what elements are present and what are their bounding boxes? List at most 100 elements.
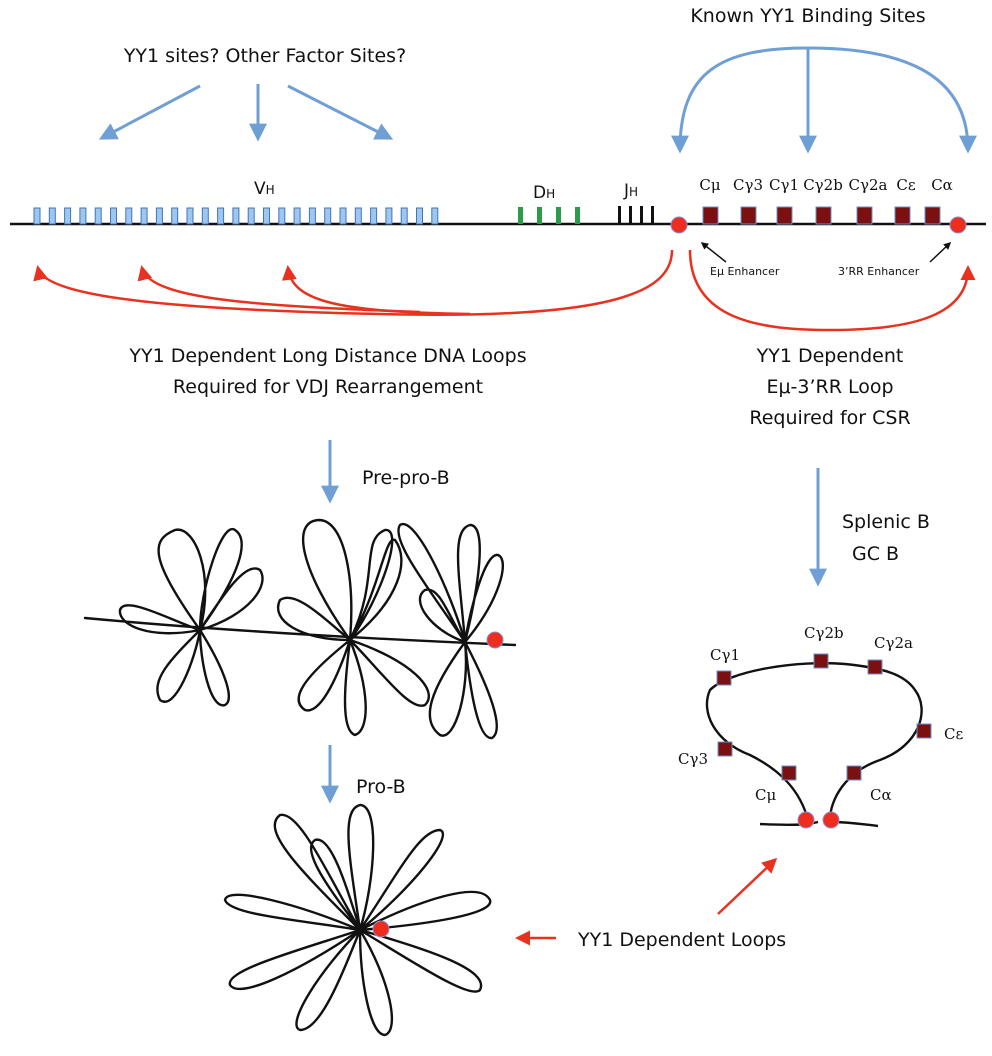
csr-label-ce: Cε xyxy=(944,725,963,743)
dh-segments xyxy=(518,207,580,224)
pro-b-cluster xyxy=(223,803,492,1037)
constant-box-4 xyxy=(856,206,873,225)
emu-enhancer-dot xyxy=(670,216,688,234)
vh-segment xyxy=(232,207,240,225)
dh-segment xyxy=(575,207,580,224)
dh-segment xyxy=(537,207,542,224)
vh-segment xyxy=(33,207,41,225)
known-sites-label: Known YY1 Binding Sites xyxy=(690,5,925,27)
constant-labels: Cμ Cγ3 Cγ1 Cγ2b Cγ2a Cε Cα xyxy=(699,176,952,194)
vh-segment xyxy=(416,207,423,225)
vh-segment xyxy=(110,207,117,225)
vh-segment xyxy=(48,207,56,225)
dh-label: DH xyxy=(533,183,555,203)
splenic-b-label: Splenic B xyxy=(842,511,930,533)
vh-segment xyxy=(339,207,347,225)
pre-pro-b-label: Pre-pro-B xyxy=(362,467,450,489)
vh-segments xyxy=(33,207,439,225)
right-caption-line3: Required for CSR xyxy=(749,407,910,429)
jh-segments xyxy=(618,206,654,224)
bottom-arrow-up xyxy=(717,857,778,915)
question-label: YY1 sites? Other Factor Sites? xyxy=(123,45,406,67)
vh-segment xyxy=(431,207,439,225)
constant-label-ce: Cε xyxy=(896,176,915,194)
vh-segment xyxy=(400,207,408,225)
vh-segment xyxy=(247,207,255,225)
emu-enhancer-label: Eμ Enhancer xyxy=(710,265,780,278)
right-caption-line2: Eμ-3’RR Loop xyxy=(766,376,893,398)
constant-boxes xyxy=(702,206,941,225)
jh-segment xyxy=(618,206,621,224)
known-sites-arrows xyxy=(671,46,977,154)
pro-b-chromatin xyxy=(223,803,492,1037)
csr-loop-arrow xyxy=(688,249,976,332)
vdj-loop-arrow-near xyxy=(281,265,471,316)
csr-box-ce xyxy=(916,723,932,739)
vh-segment xyxy=(140,207,148,225)
dh-segment xyxy=(556,207,561,224)
vh-segment xyxy=(64,207,72,225)
csr-box-cg1 xyxy=(716,670,732,686)
csr-label-cg3: Cγ3 xyxy=(678,750,708,768)
vh-segment xyxy=(155,207,163,225)
vh-segment xyxy=(324,207,332,225)
jh-segment xyxy=(651,206,654,224)
constant-label-cg2b: Cγ2b xyxy=(803,176,843,194)
vh-segment xyxy=(186,207,194,225)
csr-box-ca xyxy=(846,765,862,781)
jh-segment xyxy=(629,206,632,224)
vh-segment xyxy=(308,207,316,225)
constant-label-cmu: Cμ xyxy=(699,176,720,194)
vh-segment xyxy=(217,207,225,225)
constant-label-cg3: Cγ3 xyxy=(733,176,763,194)
emu-enhancer-pointer xyxy=(700,242,727,263)
csr-emu-dot xyxy=(797,811,815,829)
csr-loop: Cγ1 Cγ2b Cγ2a Cε Cγ3 Cμ Cα xyxy=(678,624,963,829)
rr-enhancer-dot xyxy=(949,216,967,234)
arrow-question-right xyxy=(287,84,394,140)
vh-segment xyxy=(385,207,393,225)
vdj-loop-arrow-far xyxy=(33,249,674,316)
left-caption-line2: Required for VDJ Rearrangement xyxy=(173,376,483,398)
constant-box-2 xyxy=(776,206,793,225)
vh-label: VH xyxy=(254,179,275,199)
constant-box-1 xyxy=(740,206,757,225)
jh-segment xyxy=(640,206,643,224)
rr-enhancer-label: 3’RR Enhancer xyxy=(838,265,920,278)
pre-pro-b-cluster-2 xyxy=(277,518,431,737)
csr-box-cmu xyxy=(781,765,797,781)
bottom-loops-label: YY1 Dependent Loops xyxy=(577,929,786,951)
csr-rr-dot xyxy=(822,811,840,829)
vh-segment xyxy=(354,207,362,225)
igh-locus: VH DH JH Cμ Cγ3 Cγ1 Cγ2b Cγ2a Cε Cα Eμ E… xyxy=(10,176,986,278)
vh-segment xyxy=(171,207,179,225)
constant-label-cg2a: Cγ2a xyxy=(849,176,888,194)
csr-label-cg2a: Cγ2a xyxy=(874,634,913,652)
constant-label-ca: Cα xyxy=(931,176,953,194)
right-caption-line1: YY1 Dependent xyxy=(756,345,904,367)
jh-label: JH xyxy=(623,181,638,201)
pre-pro-b-chromatin xyxy=(83,518,517,740)
vh-segment xyxy=(370,207,378,225)
question-arrows xyxy=(98,84,394,142)
csr-label-cg1: Cγ1 xyxy=(710,646,740,664)
arrow-known-right xyxy=(807,46,977,154)
vdj-loop-arrow-middle xyxy=(137,265,421,314)
left-caption-line1: YY1 Dependent Long Distance DNA Loops xyxy=(128,345,526,367)
gc-b-label: GC B xyxy=(852,543,899,565)
pre-pro-b-backbone xyxy=(83,616,517,647)
vh-segment xyxy=(278,207,286,225)
vh-segment xyxy=(79,207,87,225)
csr-box-cg3 xyxy=(717,741,733,757)
constant-label-cg1: Cγ1 xyxy=(769,176,799,194)
vh-segment xyxy=(94,207,102,225)
csr-loop-dna xyxy=(705,661,923,821)
csr-box-cg2a xyxy=(867,659,883,675)
constant-box-5 xyxy=(894,206,911,225)
pre-pro-b-cluster-1 xyxy=(118,527,264,707)
csr-label-ca: Cα xyxy=(870,786,892,804)
arrow-known-left xyxy=(671,46,809,154)
csr-box-cg2b xyxy=(813,653,829,669)
csr-label-cmu: Cμ xyxy=(755,786,776,804)
